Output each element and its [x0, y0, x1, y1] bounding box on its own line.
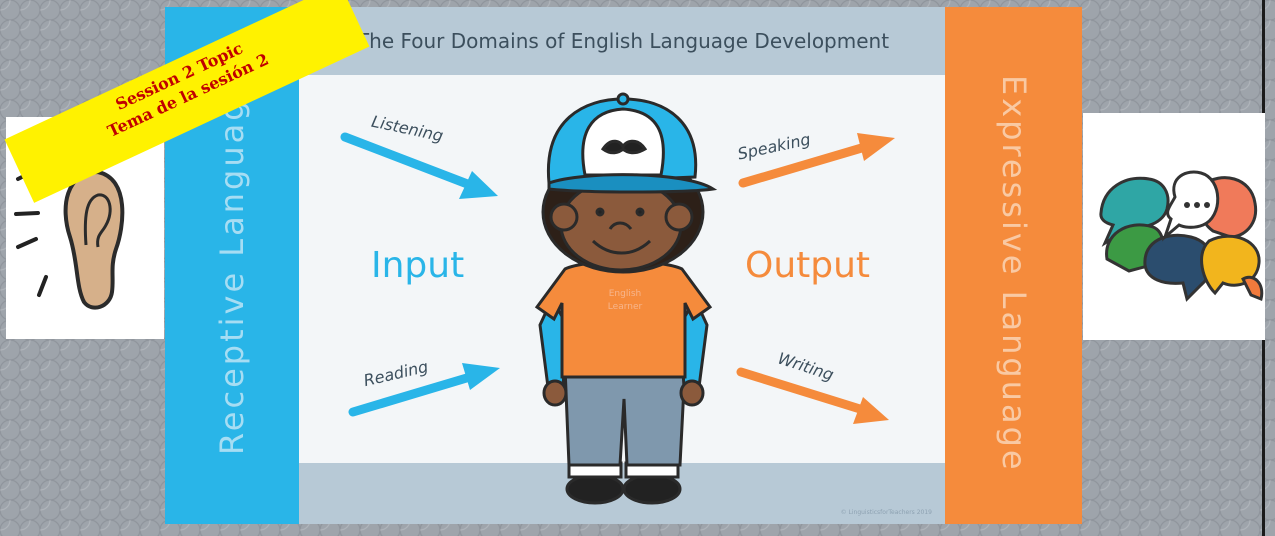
writing-arrow [736, 367, 889, 424]
slide-title: The Four Domains of English Language Dev… [356, 29, 890, 53]
speaking-arrow [738, 133, 895, 188]
speech-bubbles-illustration [1083, 113, 1265, 340]
output-label: Output [745, 245, 871, 286]
shirt-text: English Learner [595, 288, 655, 314]
expressive-language-bar [945, 7, 1082, 524]
reading-arrow [348, 363, 500, 417]
listening-arrow [340, 132, 498, 199]
domains-slide: The Four Domains of English Language Dev… [165, 7, 1082, 524]
slide-footer-band [165, 463, 1082, 524]
shirt-text-line-2: Learner [607, 302, 643, 312]
speech-bubbles-icon [1099, 170, 1264, 302]
ear-icon [14, 168, 125, 310]
shirt-text-line-1: English [608, 289, 642, 299]
diagram-graphics [340, 92, 895, 505]
english-learner-figure [534, 92, 718, 505]
copyright-text: © LinguisticsforTeachers 2019 [840, 509, 932, 516]
input-label: Input [371, 245, 465, 286]
